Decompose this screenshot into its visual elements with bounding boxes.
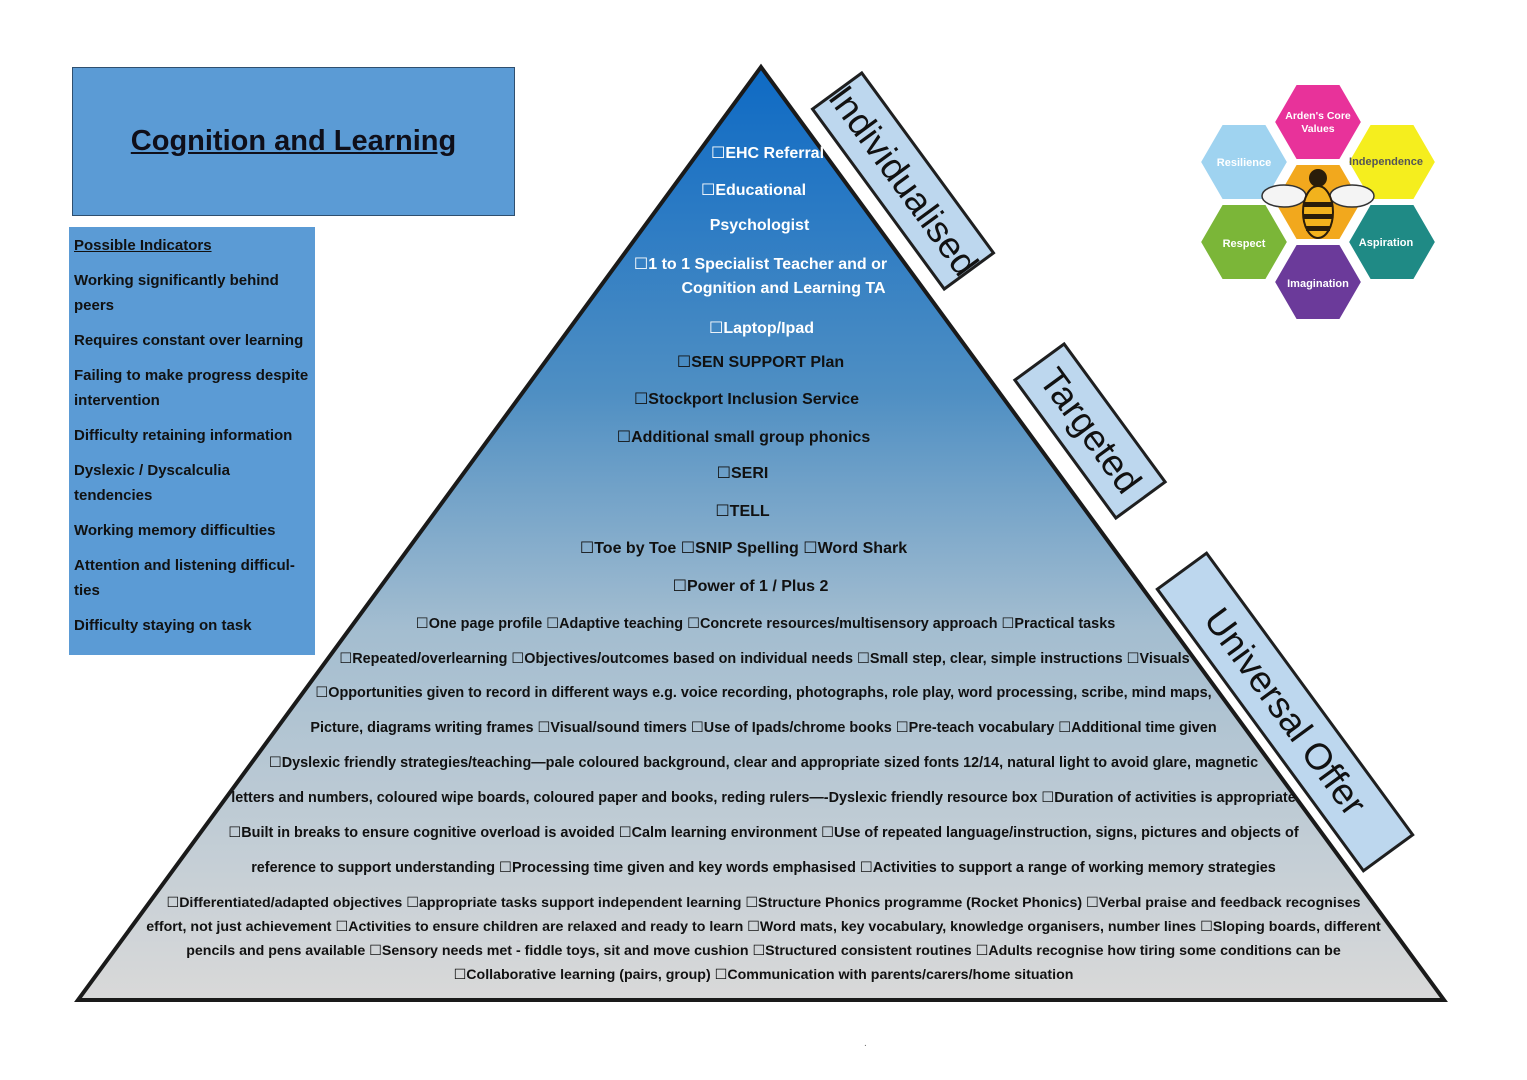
pyramid-shape: [74, 63, 1448, 1002]
individualised-item: ☐Educational: [700, 182, 807, 199]
indicator-item: Dyslexic / Dyscalculia tendencies: [74, 462, 230, 504]
indicator-item: Attention and listening difficul-ties: [74, 557, 295, 599]
indicator-item: Difficulty staying on task: [74, 617, 252, 634]
universal-item: effort, not just achievement ☐Activities…: [146, 919, 1381, 935]
universal-item: ☐Opportunities given to record in differ…: [315, 685, 1212, 701]
bee-icon: [1261, 169, 1375, 239]
indicator-item: Working significantly behind peers: [74, 272, 279, 314]
logo-value-independence: Independence: [1349, 156, 1423, 168]
universal-item: ☐Dyslexic friendly strategies/teaching—p…: [268, 755, 1259, 771]
individualised-item: Psychologist: [709, 217, 810, 234]
targeted-item: ☐Stockport Inclusion Service: [633, 391, 860, 408]
logo-value-respect: Respect: [1223, 238, 1266, 250]
hexagon-imagination: [1272, 243, 1364, 321]
universal-item: ☐Differentiated/adapted objectives ☐appr…: [166, 895, 1361, 911]
hexagon-aspiration: [1346, 203, 1436, 281]
title-box: Cognition and Learning: [72, 67, 515, 216]
hexagon-respect: [1200, 203, 1290, 281]
targeted-item: ☐TELL: [715, 503, 770, 520]
logo-value-aspiration: Aspiration: [1359, 237, 1414, 249]
universal-item: reference to support understanding ☐Proc…: [251, 860, 1276, 876]
footer-mark: .: [864, 1038, 867, 1049]
universal-item: ☐Built in breaks to ensure cognitive ove…: [228, 825, 1299, 841]
universal-item: letters and numbers, coloured wipe board…: [231, 790, 1296, 806]
indicator-item: Failing to make progress despite interve…: [74, 367, 309, 409]
individualised-item: ☐Laptop/Ipad: [709, 320, 814, 337]
universal-item: ☐One page profile ☐Adaptive teaching ☐Co…: [415, 616, 1116, 632]
universal-item: ☐Collaborative learning (pairs, group) ☐…: [453, 967, 1074, 983]
targeted-item: ☐Toe by Toe ☐SNIP Spelling ☐Word Shark: [579, 540, 908, 557]
universal-item: pencils and pens available ☐Sensory need…: [186, 943, 1341, 959]
hexagon-center: [1272, 84, 1364, 161]
indicators-heading: Possible Indicators: [74, 237, 212, 254]
targeted-item: ☐Power of 1 / Plus 2: [672, 578, 829, 595]
targeted-item: ☐SERI: [716, 465, 769, 482]
targeted-item: ☐Additional small group phonics: [616, 429, 871, 446]
indicator-item: Difficulty retaining information: [74, 427, 293, 444]
individualised-item: ☐EHC Referral: [710, 145, 825, 162]
page-title: Cognition and Learning: [130, 125, 457, 157]
logo-value-imagination: Imagination: [1287, 278, 1349, 290]
logo-value-resilience: Resilience: [1217, 157, 1271, 169]
targeted-item: ☐SEN SUPPORT Plan: [676, 354, 845, 371]
universal-item: Picture, diagrams writing frames ☐Visual…: [310, 720, 1217, 736]
indicator-item: Working memory difficulties: [74, 522, 276, 539]
individualised-item: Cognition and Learning TA: [681, 280, 886, 297]
indicators-panel: Possible Indicators Working significantl…: [69, 227, 315, 655]
individualised-item: ☐1 to 1 Specialist Teacher and or: [633, 256, 888, 273]
indicator-item: Requires constant over learning: [74, 332, 304, 349]
hexagon-independence: [1346, 123, 1436, 201]
universal-item: ☐Repeated/overlearning ☐Objectives/outco…: [339, 651, 1190, 667]
